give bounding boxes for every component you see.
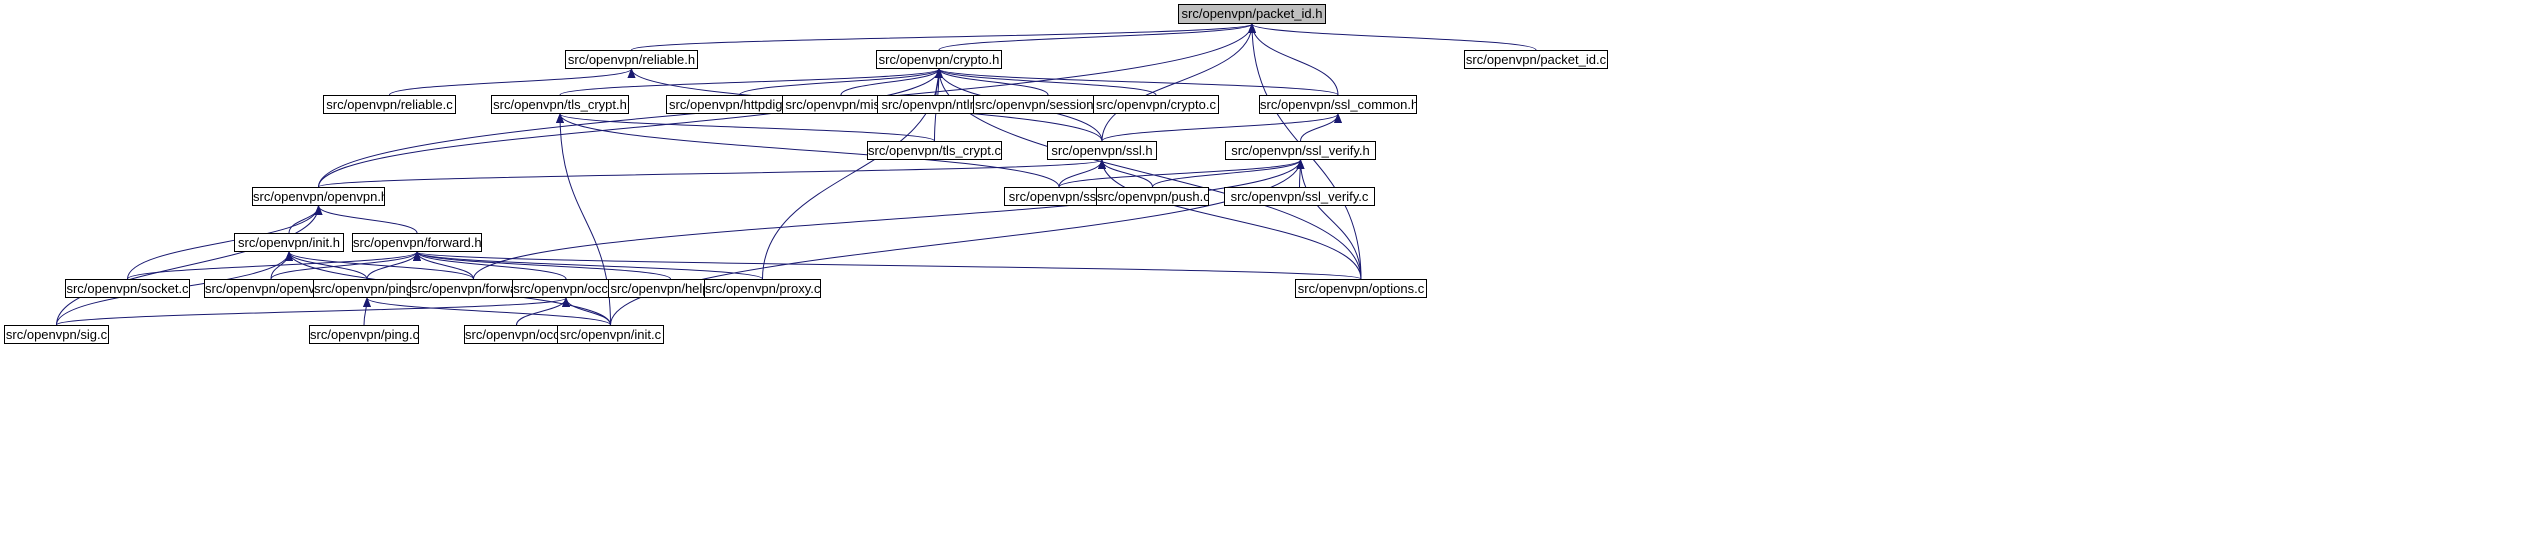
edge-socket_c-to-openvpn_h xyxy=(127,205,323,280)
edge-init_c-to-occ_h xyxy=(562,297,611,326)
edge-occ_h-to-forward_h xyxy=(413,251,567,280)
node-init-c[interactable]: src/openvpn/init.c xyxy=(557,325,664,344)
edge-options_c-to-ssl_h xyxy=(1098,159,1362,280)
edge-tls_crypt_h-to-crypto_h xyxy=(559,68,943,96)
edge-sig_c-to-openvpn_h xyxy=(56,205,323,326)
node-crypto-h[interactable]: src/openvpn/crypto.h xyxy=(876,50,1002,69)
node-reliable-c[interactable]: src/openvpn/reliable.c xyxy=(323,95,456,114)
edge-reliable_h-to-packet_id_h xyxy=(631,23,1256,51)
edge-init_h-to-openvpn_h xyxy=(288,205,323,234)
edge-crypto_c-to-crypto_h xyxy=(935,68,1157,96)
edge-tls_crypt_c-to-tls_crypt_h xyxy=(556,113,935,142)
node-options-c[interactable]: src/openvpn/options.c xyxy=(1295,279,1427,298)
node-crypto-c[interactable]: src/openvpn/crypto.c xyxy=(1093,95,1219,114)
edge-forward_c-to-ssl_verify_h xyxy=(473,159,1305,280)
node-ssl-h[interactable]: src/openvpn/ssl.h xyxy=(1047,141,1157,160)
node-misc-c[interactable]: src/openvpn/misc.c xyxy=(782,95,900,114)
edge-ssl_c-to-ssl_verify_h xyxy=(1058,159,1305,188)
edge-openvpn_h-to-ssl_h xyxy=(318,159,1106,188)
node-session-id-c[interactable]: src/openvpn/session_id.c xyxy=(973,95,1123,114)
edge-socket_c-to-forward_h xyxy=(127,251,421,280)
node-httpdigest-c[interactable]: src/openvpn/httpdigest.c xyxy=(666,95,813,114)
edge-httpdigest_c-to-crypto_h xyxy=(739,68,943,96)
edge-crypto_h-to-packet_id_h xyxy=(938,23,1256,51)
node-reliable-h[interactable]: src/openvpn/reliable.h xyxy=(565,50,698,69)
edge-ssl_h-to-ssl_common_h xyxy=(1101,113,1342,142)
edge-forward_c-to-init_h xyxy=(285,251,474,280)
node-tls-crypt-h[interactable]: src/openvpn/tls_crypt.h xyxy=(491,95,629,114)
edge-init_c-to-ping_h xyxy=(363,297,611,326)
edge-init_c-to-ssl_verify_h xyxy=(610,159,1305,326)
edge-forward_h-to-openvpn_h xyxy=(314,205,418,234)
node-helper-c[interactable]: src/openvpn/helper.c xyxy=(608,279,733,298)
node-ssl-verify-c[interactable]: src/openvpn/ssl_verify.c xyxy=(1224,187,1375,206)
edge-options_c-to-forward_h xyxy=(413,251,1362,280)
edge-ssl_h-to-packet_id_h xyxy=(1101,23,1256,142)
node-openvpn-c[interactable]: src/openvpn/openvpn.c xyxy=(204,279,338,298)
edge-proxy_c-to-forward_h xyxy=(413,251,763,280)
node-ssl-c[interactable]: src/openvpn/ssl.c xyxy=(1004,187,1114,206)
node-ping-c[interactable]: src/openvpn/ping.c xyxy=(309,325,419,344)
edge-packet_id_c-to-packet_id_h xyxy=(1248,23,1537,51)
node-sig-c[interactable]: src/openvpn/sig.c xyxy=(4,325,109,344)
edge-ssl_common_h-to-packet_id_h xyxy=(1248,23,1339,96)
node-occ-h[interactable]: src/openvpn/occ.h xyxy=(512,279,620,298)
edge-ping_h-to-init_h xyxy=(285,251,368,280)
node-init-h[interactable]: src/openvpn/init.h xyxy=(234,233,344,252)
edge-ssl_verify_h-to-ssl_common_h xyxy=(1300,113,1342,142)
node-ntlm-c[interactable]: src/openvpn/ntlm.c xyxy=(877,95,995,114)
edge-helper_c-to-forward_h xyxy=(413,251,671,280)
node-occ-c[interactable]: src/openvpn/occ.c xyxy=(464,325,569,344)
node-ssl-verify-h[interactable]: src/openvpn/ssl_verify.h xyxy=(1225,141,1376,160)
edge-occ_c-to-occ_h xyxy=(516,297,570,326)
edge-ssl_common_h-to-crypto_h xyxy=(935,68,1339,96)
node-push-c[interactable]: src/openvpn/push.c xyxy=(1096,187,1209,206)
node-ping-h[interactable]: src/openvpn/ping.h xyxy=(313,279,421,298)
edge-ssl_c-to-ssl_h xyxy=(1058,159,1106,188)
node-forward-c[interactable]: src/openvpn/forward.c xyxy=(410,279,537,298)
edge-sig_c-to-occ_h xyxy=(56,297,570,326)
node-openvpn-h[interactable]: src/openvpn/openvpn.h xyxy=(252,187,385,206)
node-socket-c[interactable]: src/openvpn/socket.c xyxy=(65,279,190,298)
edge-reliable_c-to-reliable_h xyxy=(389,68,636,96)
edge-push_c-to-ssl_verify_h xyxy=(1152,159,1305,188)
node-proxy-c[interactable]: src/openvpn/proxy.c xyxy=(704,279,821,298)
edge-ssl_c-to-tls_crypt_h xyxy=(556,113,1060,188)
edge-openvpn_h-to-crypto_h xyxy=(318,68,943,188)
node-packet-id-c[interactable]: src/openvpn/packet_id.c xyxy=(1464,50,1608,69)
node-tls-crypt-c[interactable]: src/openvpn/tls_crypt.c xyxy=(867,141,1002,160)
node-packet-id-h[interactable]: src/openvpn/packet_id.h xyxy=(1178,4,1326,24)
node-ssl-common-h[interactable]: src/openvpn/ssl_common.h xyxy=(1259,95,1417,114)
edge-options_c-to-ssl_verify_h xyxy=(1296,159,1362,280)
node-forward-h[interactable]: src/openvpn/forward.h xyxy=(352,233,482,252)
edge-openvpn_c-to-forward_h xyxy=(270,251,421,280)
edge-ping_c-to-ping_h xyxy=(362,297,371,326)
